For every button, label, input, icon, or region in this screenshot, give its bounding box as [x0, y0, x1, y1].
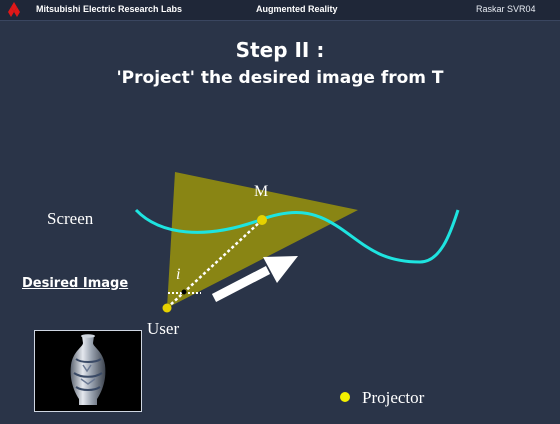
header-author: Raskar SVR04 — [476, 4, 536, 14]
slide-subtitle: 'Project' the desired image from T — [116, 68, 444, 88]
header-topic: Augmented Reality — [256, 4, 338, 14]
screen-label: Screen — [47, 209, 94, 228]
projection-frustum — [167, 172, 358, 308]
image-point-label: i — [176, 266, 181, 283]
image-point-marker — [181, 289, 187, 295]
desired-image-label: Desired Image — [22, 276, 129, 291]
point-m-label: M — [254, 183, 269, 200]
vase-image — [70, 334, 106, 405]
slide-title: Step II : — [235, 38, 325, 62]
header-bar: Mitsubishi Electric Research Labs Augmen… — [0, 0, 560, 21]
header-organization: Mitsubishi Electric Research Labs — [36, 4, 183, 14]
arrow-icon — [211, 256, 298, 302]
projector-marker-icon — [340, 392, 350, 402]
desired-image-thumbnail — [34, 330, 142, 412]
legend: Projector — [340, 388, 424, 408]
point-m-marker — [257, 215, 267, 225]
user-marker — [162, 303, 172, 313]
mitsubishi-logo-icon — [8, 2, 20, 17]
legend-label: Projector — [362, 388, 425, 407]
screen-curve — [134, 208, 460, 264]
user-label: User — [147, 319, 180, 338]
